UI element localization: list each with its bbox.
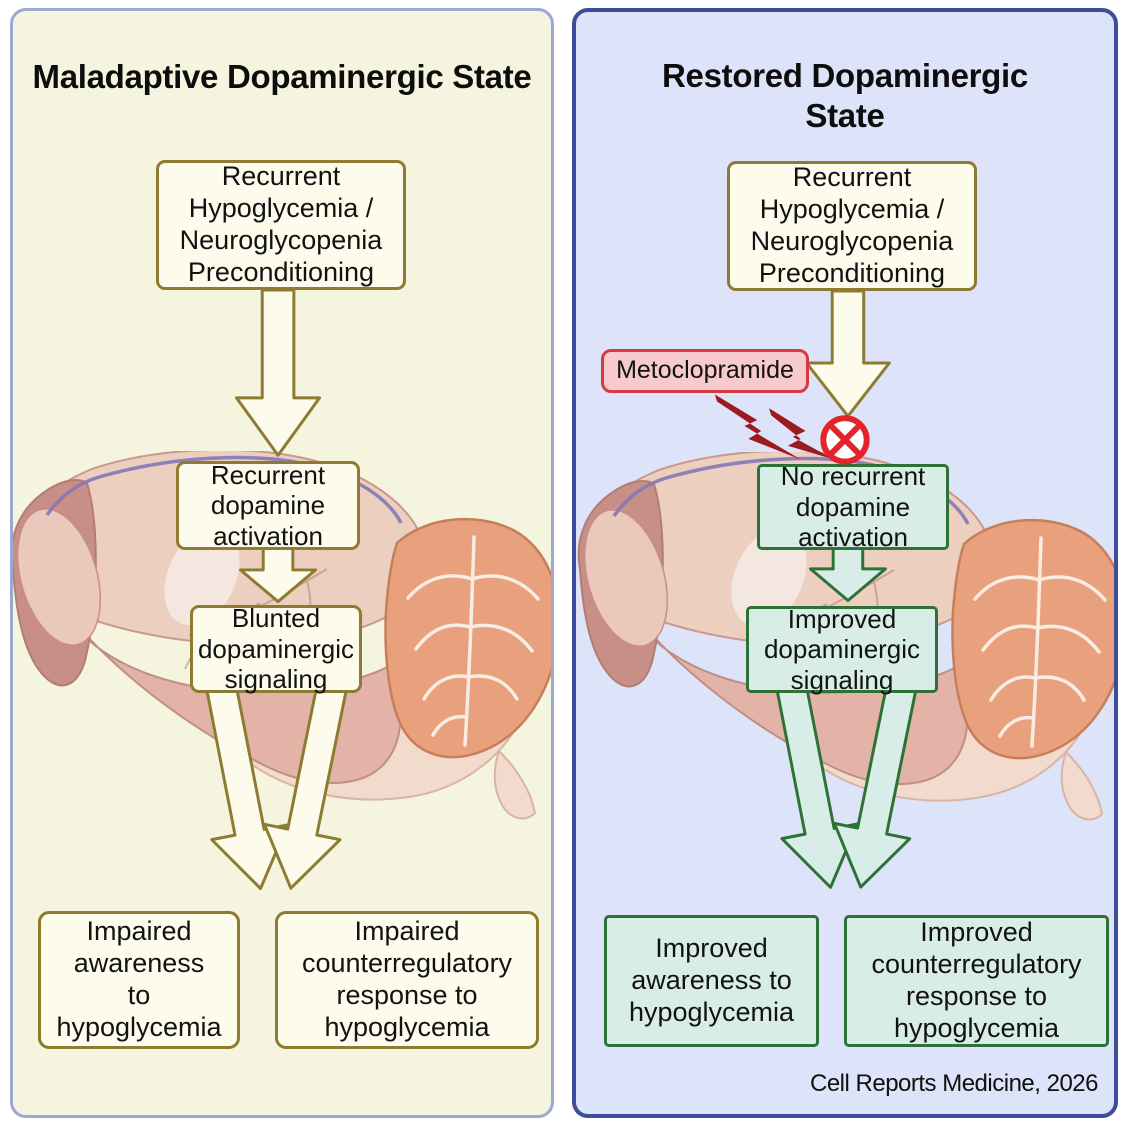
box-blunted-dopaminergic-signaling-text: Blunted dopaminergic signaling	[197, 603, 355, 695]
box-no-recurrent-dopamine-activation-text: No recurrent dopamine activation	[780, 461, 926, 553]
box-no-recurrent-dopamine-activation: No recurrent dopamine activation	[757, 461, 949, 553]
box-recurrent-hypoglycemia-left: Recurrent Hypoglycemia / Neuroglycopenia…	[156, 160, 406, 290]
box-improved-counterregulatory-text: Improved counterregulatory response to h…	[871, 917, 1082, 1043]
journal-credit: Cell Reports Medicine, 2026	[810, 1070, 1099, 1097]
box-improved-awareness: Improved awareness to hypoglycemia	[604, 915, 819, 1047]
box-recurrent-hypoglycemia-left-text: Recurrent Hypoglycemia / Neuroglycopenia…	[179, 161, 383, 287]
panel-maladaptive: Maladaptive Dopaminergic State Recurrent…	[10, 8, 554, 1118]
metoclopramide-label: Metoclopramide	[601, 349, 809, 393]
box-improved-dopaminergic-signaling: Improved dopaminergic signaling	[746, 603, 938, 695]
box-improved-counterregulatory: Improved counterregulatory response to h…	[844, 915, 1109, 1047]
box-recurrent-hypoglycemia-right: Recurrent Hypoglycemia / Neuroglycopenia…	[727, 161, 977, 291]
box-recurrent-dopamine-activation-text: Recurrent dopamine activation	[210, 459, 326, 551]
box-impaired-awareness: Impaired awareness to hypoglycemia	[38, 911, 240, 1049]
box-impaired-counterregulatory: Impaired counterregulatory response to h…	[275, 911, 539, 1049]
panel-title-restored: Restored Dopaminergic State	[662, 57, 1028, 135]
box-impaired-counterregulatory-text: Impaired counterregulatory response to h…	[301, 916, 513, 1042]
panel-restored: Restored Dopaminergic State Recurrent Hy…	[572, 8, 1118, 1118]
box-impaired-awareness-text: Impaired awareness to hypoglycemia	[56, 916, 222, 1042]
metoclopramide-label-text: Metoclopramide	[616, 356, 794, 385]
panel-title-maladaptive: Maladaptive Dopaminergic State	[32, 58, 532, 95]
box-improved-dopaminergic-signaling-text: Improved dopaminergic signaling	[763, 603, 921, 695]
arrow-precondition-to-activation	[235, 288, 322, 457]
box-recurrent-dopamine-activation: Recurrent dopamine activation	[176, 459, 360, 551]
lightning-bolt-icon	[714, 394, 801, 460]
arrow-precondition-blocked	[805, 289, 891, 418]
box-improved-awareness-text: Improved awareness to hypoglycemia	[628, 933, 795, 1027]
box-recurrent-hypoglycemia-right-text: Recurrent Hypoglycemia / Neuroglycopenia…	[750, 162, 954, 288]
box-blunted-dopaminergic-signaling: Blunted dopaminergic signaling	[190, 603, 362, 695]
